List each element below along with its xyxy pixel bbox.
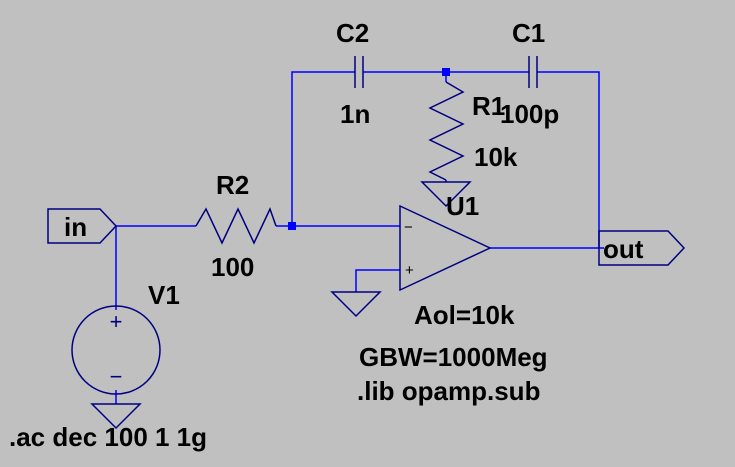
junction-dot bbox=[288, 222, 296, 230]
ac-directive: .ac dec 100 1 1g bbox=[9, 422, 207, 452]
opamp-u1[interactable] bbox=[399, 204, 492, 292]
r2-ref-label: R2 bbox=[216, 170, 249, 200]
u1-gbw-param: GBW=1000Meg bbox=[359, 342, 548, 372]
r2-value-label: 100 bbox=[211, 252, 254, 282]
c2-ref-label: C2 bbox=[336, 18, 369, 48]
capacitor-c1[interactable] bbox=[528, 56, 538, 88]
wire-noninv-to-gnd[interactable] bbox=[355, 269, 400, 292]
ground-icon bbox=[420, 180, 472, 208]
capacitor-c2[interactable] bbox=[354, 56, 364, 88]
opamp-inverting-pin-label: − bbox=[404, 219, 413, 236]
v1-ref-label: V1 bbox=[148, 280, 180, 310]
input-port-label: in bbox=[64, 212, 87, 242]
lib-directive: .lib opamp.sub bbox=[357, 376, 540, 406]
v1-minus-symbol: − bbox=[110, 364, 123, 389]
c1-ref-label: C1 bbox=[512, 18, 545, 48]
ground-icon bbox=[330, 291, 382, 318]
wires bbox=[115, 71, 604, 404]
resistor-r2[interactable] bbox=[195, 207, 277, 245]
ground-icon bbox=[90, 403, 142, 430]
opamp-noninverting-pin-label: + bbox=[405, 262, 414, 279]
output-port[interactable]: out bbox=[598, 230, 686, 266]
v1-plus-symbol: + bbox=[110, 309, 123, 334]
r1-value-label: 10k bbox=[474, 142, 518, 172]
c1-value-label: 100p bbox=[500, 99, 559, 129]
wire-feedback-left[interactable] bbox=[291, 71, 355, 226]
r1-ref-label: R1 bbox=[472, 91, 505, 121]
resistor-r1[interactable] bbox=[428, 81, 465, 181]
output-port-label: out bbox=[603, 234, 644, 264]
wire-c1-to-out[interactable] bbox=[537, 71, 600, 248]
voltage-source-v1[interactable] bbox=[71, 305, 161, 395]
junction-dot bbox=[442, 68, 450, 76]
u1-ref-label: U1 bbox=[446, 191, 479, 221]
input-port[interactable]: in bbox=[47, 208, 118, 244]
c2-value-label: 1n bbox=[340, 99, 370, 129]
u1-aol-param: Aol=10k bbox=[414, 300, 515, 330]
